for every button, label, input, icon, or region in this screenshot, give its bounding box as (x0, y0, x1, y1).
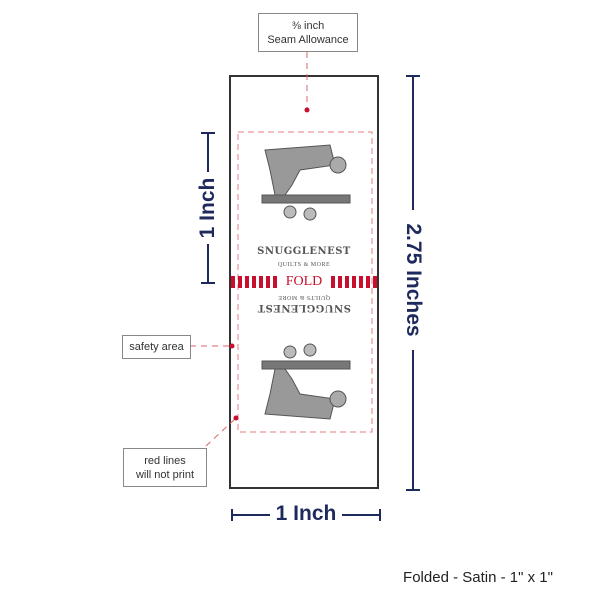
brand-name: SNUGGLENEST (257, 246, 351, 257)
product-caption: Folded - Satin - 1" x 1" (403, 569, 553, 586)
brand-subtitle-flipped: QUILTS & MORE (277, 294, 331, 300)
dimension-lines (201, 75, 420, 521)
height-dimension-left: 1 Inch (196, 177, 219, 239)
sewing-machine-illustration (261, 144, 351, 221)
red-lines-line2: will not print (135, 468, 195, 481)
red-lines-pointer (205, 417, 237, 447)
seam-allowance-label: ⅜ inch Seam Allowance (258, 13, 358, 52)
height-dimension-right: 2.75 Inches (402, 223, 425, 337)
width-dimension: 1 Inch (275, 502, 337, 525)
brand-subtitle: QUILTS & MORE (277, 262, 331, 268)
safety-area-border (237, 131, 373, 433)
sewing-machine-illustration-flipped (261, 343, 351, 420)
brand-name-flipped: SNUGGLENEST (257, 302, 351, 313)
safety-label-text: safety area (129, 341, 184, 353)
seam-label-line1: ⅜ inch (291, 19, 325, 32)
seam-label-line2: Seam Allowance (267, 33, 349, 46)
red-lines-label: red lines will not print (123, 448, 207, 487)
fold-stripe (231, 276, 377, 288)
safety-area-label: safety area (122, 335, 191, 359)
red-lines-line1: red lines (144, 454, 186, 467)
fold-label: FOLD (285, 274, 323, 289)
